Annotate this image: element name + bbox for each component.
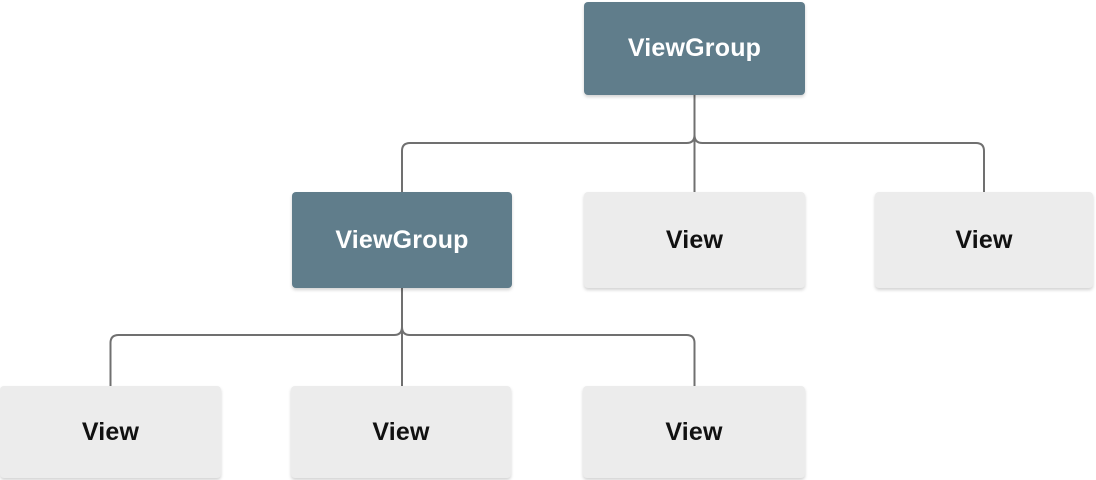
node-label: View (372, 417, 430, 446)
connector-root-to-child-view-right (693, 134, 985, 192)
node-grandchild-view-middle: View (291, 386, 511, 478)
node-label: ViewGroup (627, 34, 762, 62)
node-root-viewgroup: ViewGroup (584, 2, 805, 95)
connector-viewgroup-to-grandchild-right (401, 326, 696, 386)
node-label: View (665, 417, 723, 446)
connector-root-to-child-viewgroup (401, 134, 696, 192)
node-child-view-right: View (875, 192, 1093, 288)
node-label: ViewGroup (335, 225, 469, 254)
node-child-viewgroup: ViewGroup (292, 192, 512, 288)
node-child-view-middle: View (584, 192, 805, 288)
connector-viewgroup-to-grandchild-left (109, 326, 403, 386)
node-label: View (665, 225, 724, 254)
node-grandchild-view-left: View (0, 386, 221, 478)
node-grandchild-view-right: View (583, 386, 805, 478)
node-label: View (81, 417, 140, 446)
node-label: View (955, 225, 1013, 254)
